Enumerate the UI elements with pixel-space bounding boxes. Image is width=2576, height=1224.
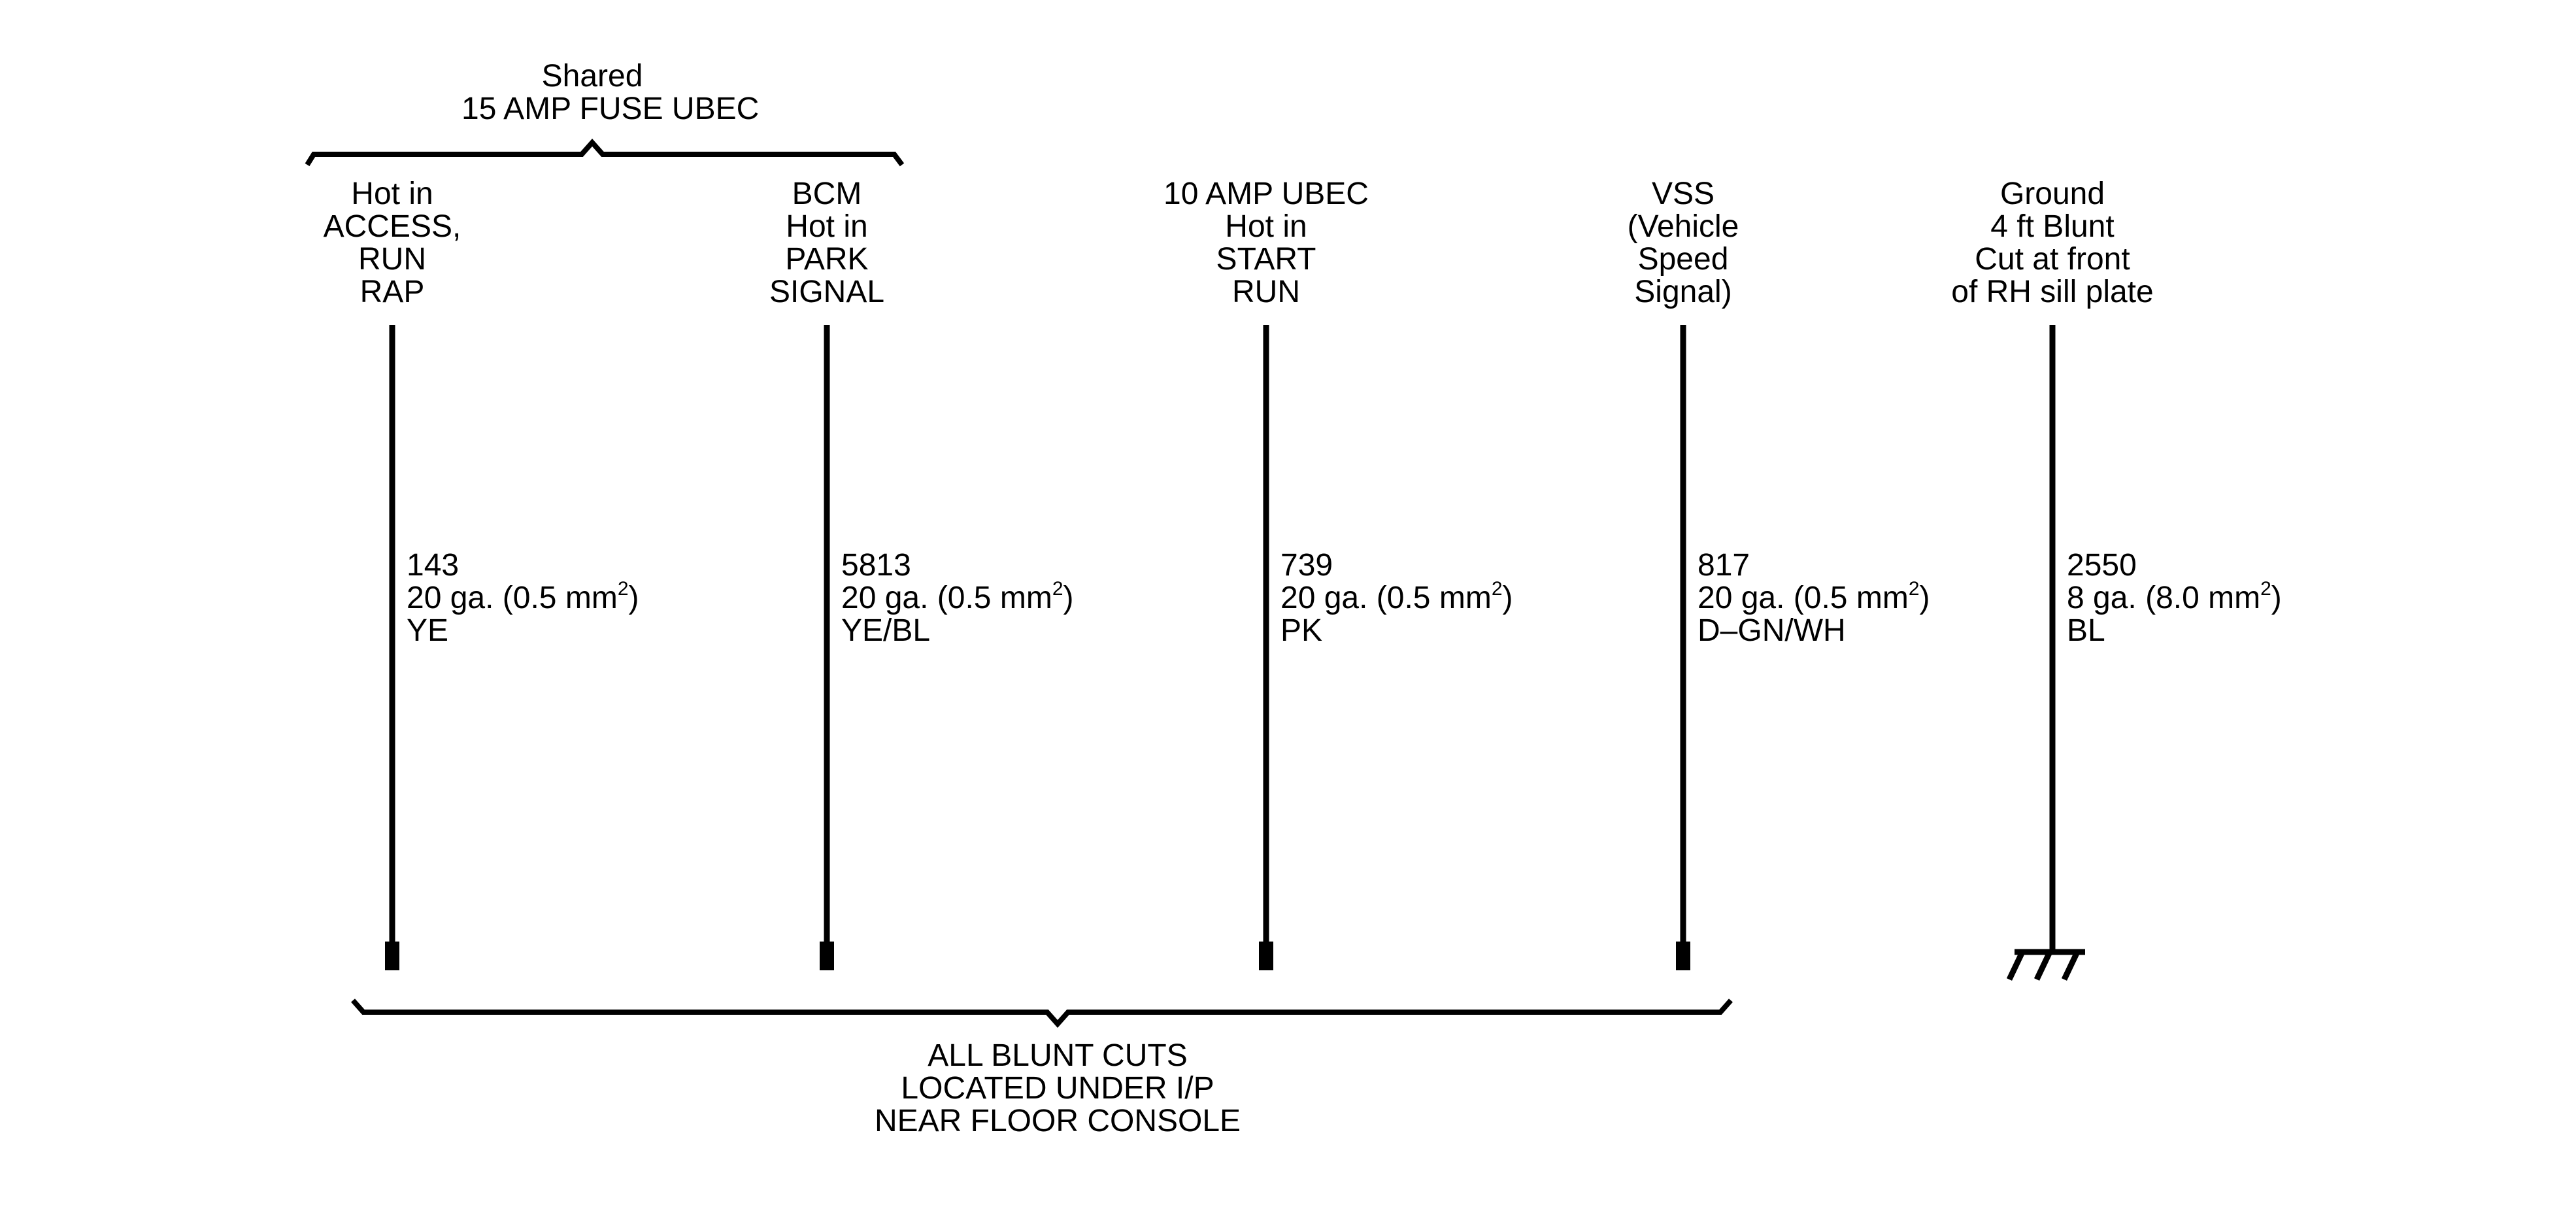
circuit-number: 143 (407, 548, 460, 583)
header-line: Hot in (786, 209, 868, 244)
circuit-number: 5813 (841, 548, 911, 583)
header-line: Ground (1999, 177, 2105, 211)
circuit-817-header: VSS (Vehicle Speed Signal) (1565, 178, 1801, 309)
header-line: Speed (1637, 242, 1729, 277)
wire-color: D–GN/WH (1698, 613, 1846, 648)
header-line: of RH sill plate (1951, 275, 2154, 309)
wire-gauge: 20 ga. (0.5 mm2) (1698, 578, 1930, 615)
circuit-5813-spec: 5813 20 ga. (0.5 mm2) YE/BL (841, 549, 1073, 647)
header-line: START (1216, 242, 1316, 277)
header-line: 4 ft Blunt (1990, 209, 2115, 244)
circuit-number: 817 (1698, 548, 1750, 583)
header-line: (Vehicle (1627, 209, 1739, 244)
wire-gauge: 20 ga. (0.5 mm2) (841, 578, 1074, 615)
wire-color: PK (1280, 613, 1323, 648)
header-line: BCM (792, 177, 862, 211)
circuit-143-header: Hot in ACCESS, RUN RAP (275, 178, 510, 309)
blunt-cuts-bracket (351, 998, 1733, 1028)
circuit-143-spec: 143 20 ga. (0.5 mm2) YE (407, 549, 639, 647)
circuit-number: 739 (1280, 548, 1333, 583)
header-line: Cut at front (1975, 242, 2130, 277)
wire-gauge: 8 ga. (8.0 mm2) (2067, 578, 2282, 615)
wire-color: BL (2067, 613, 2105, 648)
blunt-cuts-note: ALL BLUNT CUTS LOCATED UNDER I/P NEAR FL… (861, 1040, 1254, 1138)
blunt-cut-end-739 (1259, 942, 1273, 970)
circuit-number: 2550 (2067, 548, 2137, 583)
header-line: Signal) (1634, 275, 1732, 309)
blunt-cuts-note-line2: LOCATED UNDER I/P (901, 1071, 1214, 1106)
header-line: 10 AMP UBEC (1163, 177, 1369, 211)
header-line: RAP (360, 275, 425, 309)
wire-color: YE/BL (841, 613, 931, 648)
header-line: RUN (1232, 275, 1300, 309)
header-line: ACCESS, (323, 209, 461, 244)
circuit-5813-header: BCM Hot in PARK SIGNAL (709, 178, 945, 309)
shared-fuse-bracket (305, 138, 905, 167)
header-line: VSS (1651, 177, 1715, 211)
header-line: SIGNAL (769, 275, 885, 309)
header-line: RUN (358, 242, 426, 277)
header-line: Hot in (1225, 209, 1307, 244)
header-line: PARK (785, 242, 869, 277)
circuit-739-spec: 739 20 ga. (0.5 mm2) PK (1280, 549, 1513, 647)
blunt-cut-end-817 (1676, 942, 1690, 970)
circuit-817-spec: 817 20 ga. (0.5 mm2) D–GN/WH (1698, 549, 1930, 647)
blunt-cuts-note-line3: NEAR FLOOR CONSOLE (874, 1104, 1241, 1138)
circuit-2550-spec: 2550 8 ga. (8.0 mm2) BL (2067, 549, 2282, 647)
circuit-739-header: 10 AMP UBEC Hot in START RUN (1135, 178, 1397, 309)
blunt-cut-end-5813 (820, 942, 834, 970)
header-line: Hot in (351, 177, 433, 211)
circuit-2550-header: Ground 4 ft Blunt Cut at front of RH sil… (1909, 178, 2196, 309)
shared-fuse-title-line2: 15 AMP FUSE UBEC (461, 92, 760, 126)
blunt-cuts-note-line1: ALL BLUNT CUTS (928, 1038, 1188, 1073)
wire-gauge: 20 ga. (0.5 mm2) (1280, 578, 1513, 615)
shared-fuse-title: Shared 15 AMP FUSE UBEC (461, 59, 760, 126)
wire-color: YE (407, 613, 449, 648)
blunt-cut-end-143 (385, 942, 399, 970)
wire-gauge: 20 ga. (0.5 mm2) (407, 578, 639, 615)
ground-icon (2006, 949, 2085, 981)
shared-fuse-title-line1: Shared (541, 59, 643, 94)
